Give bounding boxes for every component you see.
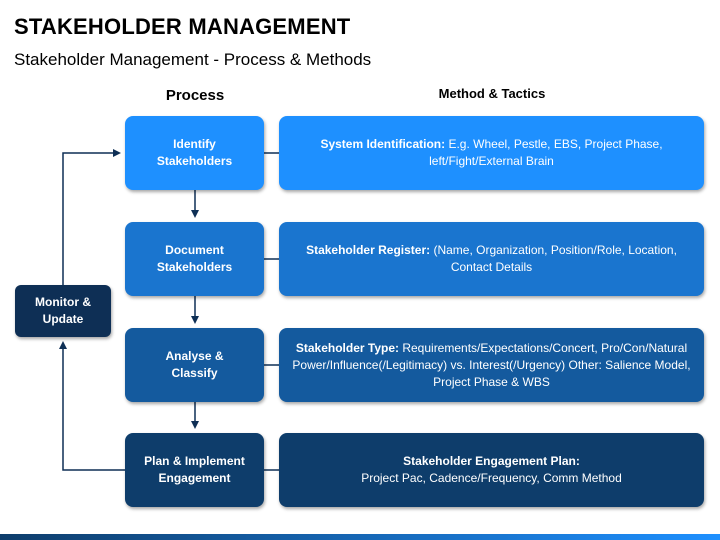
method-column-header: Method & Tactics — [438, 86, 546, 101]
method-label: System Identification: — [320, 137, 446, 151]
process-label: Identify — [173, 137, 216, 151]
arrow-plan-to-monitor — [59, 341, 125, 471]
method-text: (Name, Organization, Position/Role, Loca… — [430, 243, 677, 274]
process-label: Analyse & — [165, 349, 224, 363]
process-box-plan: Plan & Implement Engagement — [125, 433, 264, 507]
method-text: Project Pac, Cadence/Frequency, Comm Met… — [361, 471, 622, 485]
method-text: Requirements/Expectations/Concert, Pro/C… — [292, 340, 691, 389]
method-label: Stakeholder Engagement Plan: — [403, 454, 580, 468]
process-label: Classify — [171, 366, 218, 380]
arrow-monitor-to-identify — [62, 149, 121, 285]
monitor-label-line1: Monitor & — [35, 295, 91, 309]
page-title: STAKEHOLDER MANAGEMENT — [14, 14, 351, 39]
method-box-analyse: Stakeholder Type: Requirements/Expectati… — [279, 328, 704, 402]
process-box-analyse: Analyse & Classify — [125, 328, 264, 402]
method-box-plan: Stakeholder Engagement Plan: Project Pac… — [279, 433, 704, 507]
process-label: Stakeholders — [156, 154, 233, 168]
method-box-document: Stakeholder Register: (Name, Organizatio… — [279, 222, 704, 296]
method-box-identify: System Identification: E.g. Wheel, Pestl… — [279, 116, 704, 190]
monitor-label-line2: Update — [42, 312, 84, 326]
method-label: Stakeholder Type: — [295, 340, 399, 355]
process-label: Stakeholders — [156, 260, 233, 274]
method-label: Stakeholder Register: — [306, 243, 431, 257]
process-label: Document — [165, 243, 224, 257]
process-column-header: Process — [165, 87, 225, 104]
method-text: E.g. Wheel, Pestle, EBS, Project Phase, … — [429, 137, 663, 168]
bottom-accent-bar — [0, 534, 720, 540]
process-label: Plan & Implement — [144, 454, 245, 468]
process-box-document: Document Stakeholders — [125, 222, 264, 296]
page-subtitle: Stakeholder Management - Process & Metho… — [14, 50, 372, 69]
process-box-identify: Identify Stakeholders — [125, 116, 264, 190]
monitor-update-box: Monitor & Update — [15, 285, 111, 337]
process-label: Engagement — [158, 471, 231, 485]
